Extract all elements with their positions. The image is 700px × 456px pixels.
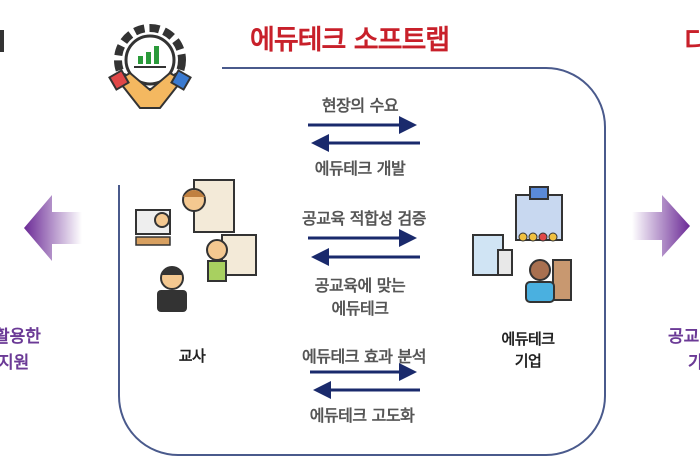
flow-label: 에듀테크	[331, 299, 389, 318]
left-partial-mark	[0, 30, 4, 52]
flow-label: 공교육 적합성 검증	[302, 209, 426, 228]
flow-arrows	[24, 116, 690, 399]
right-partial-title: 디	[684, 27, 700, 58]
right-partial-line2: 가	[688, 353, 700, 373]
flow-label: 공교육에 맞는	[314, 276, 406, 295]
teachers-icon	[135, 179, 257, 312]
flow-label: 에듀테크 효과 분석	[302, 347, 426, 366]
gear-handshake-icon	[108, 24, 192, 109]
company-icon	[472, 186, 572, 303]
flow-label: 에듀테크 고도화	[309, 406, 415, 425]
page-title: 에듀테크 소프트랩	[250, 25, 450, 56]
flow-label: 에듀테크 개발	[314, 159, 406, 178]
left-partial-line2: 지원	[0, 353, 30, 373]
company-label-line1: 에듀테크	[501, 330, 555, 348]
flow-label: 현장의 수요	[321, 96, 399, 115]
company-label-line2: 기업	[514, 352, 542, 370]
left-partial-line1: 활용한	[0, 327, 41, 347]
right-partial-line1: 공교	[668, 327, 700, 347]
teacher-label: 교사	[178, 347, 206, 365]
right-purple-arrow	[632, 195, 690, 257]
left-purple-arrow	[24, 195, 82, 261]
